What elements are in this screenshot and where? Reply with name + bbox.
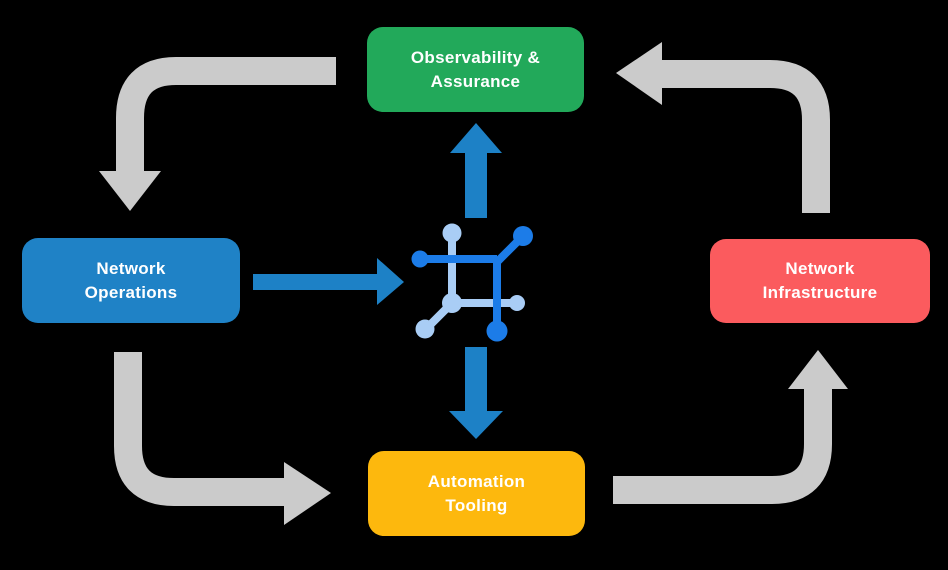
network-hub-icon: [411, 223, 533, 342]
arrow-automation-to-infrastructure-shaft: [613, 389, 832, 504]
node-label-line: Infrastructure: [762, 283, 878, 302]
node-observability-assurance: Observability & Assurance: [367, 27, 584, 112]
network-hub-icon-dark-nodes: [411, 226, 533, 342]
icon-top-node: [442, 223, 462, 243]
arrow-up-head-icon: [788, 350, 848, 389]
node-label-line: Tooling: [445, 495, 508, 515]
arrow-infrastructure-to-observability-shaft: [661, 60, 830, 213]
blue-arrow-up-head-icon: [450, 123, 502, 153]
icon-bottomleft-node: [415, 319, 435, 339]
gray-arrow-heads: [99, 42, 848, 525]
blue-arrow-heads: [377, 123, 503, 439]
icon-bottomleft-corner-node: [442, 293, 462, 313]
node-network-operations: Network Operations: [22, 238, 240, 323]
blue-arrow-shafts: [253, 152, 487, 412]
gray-arrow-shafts: [114, 57, 832, 506]
arrow-operations-to-automation-shaft: [114, 352, 286, 506]
node-label-line: Automation: [427, 471, 526, 491]
node-label-line: Assurance: [430, 71, 521, 91]
arrow-left-head-icon: [616, 42, 662, 105]
arrow-down-head-icon: [99, 171, 161, 211]
arrow-right-head-icon: [284, 462, 331, 525]
node-label-line: Network: [96, 258, 166, 278]
icon-bottom-node: [486, 320, 508, 342]
icon-left-node: [411, 250, 429, 268]
blue-arrow-right-head-icon: [377, 258, 404, 305]
blue-arrow-down-head-icon: [449, 411, 503, 439]
node-label-line: Operations: [84, 282, 178, 302]
arrow-observability-to-operations-shaft: [116, 57, 336, 173]
network-hub-icon-light-nodes: [415, 223, 525, 339]
node-label-line: Network: [785, 259, 855, 278]
node-network-infrastructure: Network Infrastructure: [710, 239, 930, 323]
icon-topright-node: [513, 226, 533, 246]
node-automation-tooling: Automation Tooling: [368, 451, 585, 536]
node-label-line: Observability &: [410, 47, 541, 67]
icon-right-node: [509, 295, 525, 311]
